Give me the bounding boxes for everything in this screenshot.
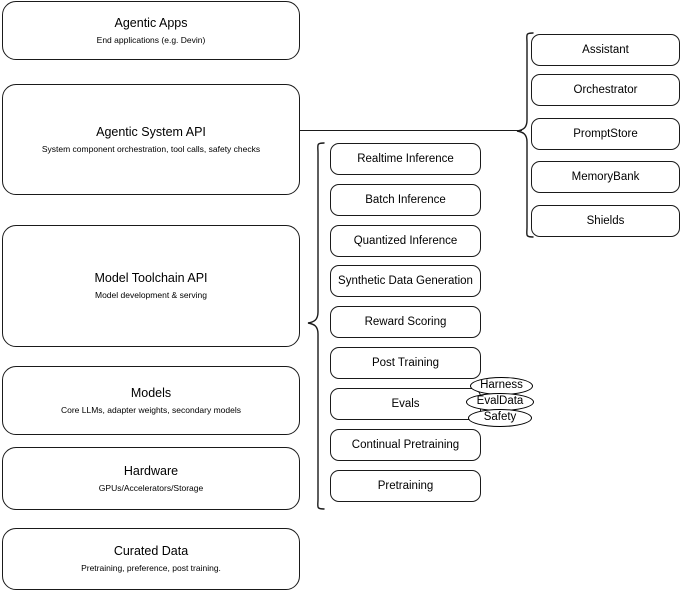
layer-box-models[interactable]: Models Core LLMs, adapter weights, secon…: [2, 366, 300, 435]
component-box-synthetic-data-generation[interactable]: Synthetic Data Generation: [330, 265, 481, 297]
layer-box-hardware[interactable]: Hardware GPUs/Accelerators/Storage: [2, 447, 300, 510]
layer-title: Curated Data: [113, 544, 189, 558]
component-box-batch-inference[interactable]: Batch Inference: [330, 184, 481, 216]
component-box-reward-scoring[interactable]: Reward Scoring: [330, 306, 481, 338]
component-label: MemoryBank: [571, 170, 640, 183]
component-box-shields[interactable]: Shields: [531, 205, 680, 237]
component-label: Synthetic Data Generation: [338, 274, 473, 287]
brace-toolchain-components: [306, 142, 326, 510]
evals-subcomponent-label: Harness: [480, 379, 523, 392]
layer-title: Agentic Apps: [114, 15, 188, 30]
component-box-pretraining[interactable]: Pretraining: [330, 470, 481, 502]
component-label: Post Training: [371, 356, 440, 369]
component-label: Shields: [586, 214, 625, 227]
component-label: Realtime Inference: [357, 152, 454, 165]
component-box-quantized-inference[interactable]: Quantized Inference: [330, 225, 481, 257]
component-label: Batch Inference: [365, 193, 446, 206]
layer-title: Agentic System API: [96, 124, 206, 139]
component-label: Assistant: [582, 43, 629, 56]
component-box-promptstore[interactable]: PromptStore: [531, 118, 680, 150]
component-box-evals[interactable]: Evals: [330, 388, 481, 420]
layer-subtitle: GPUs/Accelerators/Storage: [98, 482, 204, 493]
component-box-assistant[interactable]: Assistant: [531, 34, 680, 66]
layer-title: Hardware: [123, 463, 179, 478]
evals-subcomponent-label: EvalData: [476, 395, 524, 408]
layer-subtitle: Model development & serving: [95, 290, 207, 300]
layer-title: Models: [130, 385, 172, 400]
component-box-memorybank[interactable]: MemoryBank: [531, 161, 680, 193]
layer-box-model-toolchain-api[interactable]: Model Toolchain API Model development & …: [2, 225, 300, 347]
component-box-orchestrator[interactable]: Orchestrator: [531, 74, 680, 106]
layer-box-agentic-apps[interactable]: Agentic Apps End applications (e.g. Devi…: [2, 1, 300, 60]
component-label: Pretraining: [377, 479, 434, 492]
component-label: Quantized Inference: [353, 234, 458, 247]
layer-subtitle: Core LLMs, adapter weights, secondary mo…: [60, 404, 241, 415]
component-label: PromptStore: [573, 127, 638, 140]
layer-subtitle: System component orchestration, tool cal…: [41, 143, 261, 154]
component-label: Reward Scoring: [364, 315, 447, 328]
layer-subtitle: End applications (e.g. Devin): [96, 34, 206, 45]
brace-system-components: [515, 32, 535, 238]
component-label: Evals: [391, 397, 420, 410]
component-box-continual-pretraining[interactable]: Continual Pretraining: [330, 429, 481, 461]
component-box-realtime-inference[interactable]: Realtime Inference: [330, 143, 481, 175]
component-label: Orchestrator: [573, 83, 638, 96]
layer-title: Model Toolchain API: [94, 271, 208, 285]
layer-box-curated-data[interactable]: Curated Data Pretraining, preference, po…: [2, 528, 300, 590]
connector-system-api-to-components: [300, 130, 522, 131]
evals-subcomponent-label: Safety: [483, 411, 517, 424]
component-box-post-training[interactable]: Post Training: [330, 347, 481, 379]
layer-subtitle: Pretraining, preference, post training.: [81, 563, 221, 573]
component-label: Continual Pretraining: [351, 438, 460, 451]
layer-box-agentic-system-api[interactable]: Agentic System API System component orch…: [2, 84, 300, 195]
evals-subcomponent-safety[interactable]: Safety: [468, 409, 532, 427]
